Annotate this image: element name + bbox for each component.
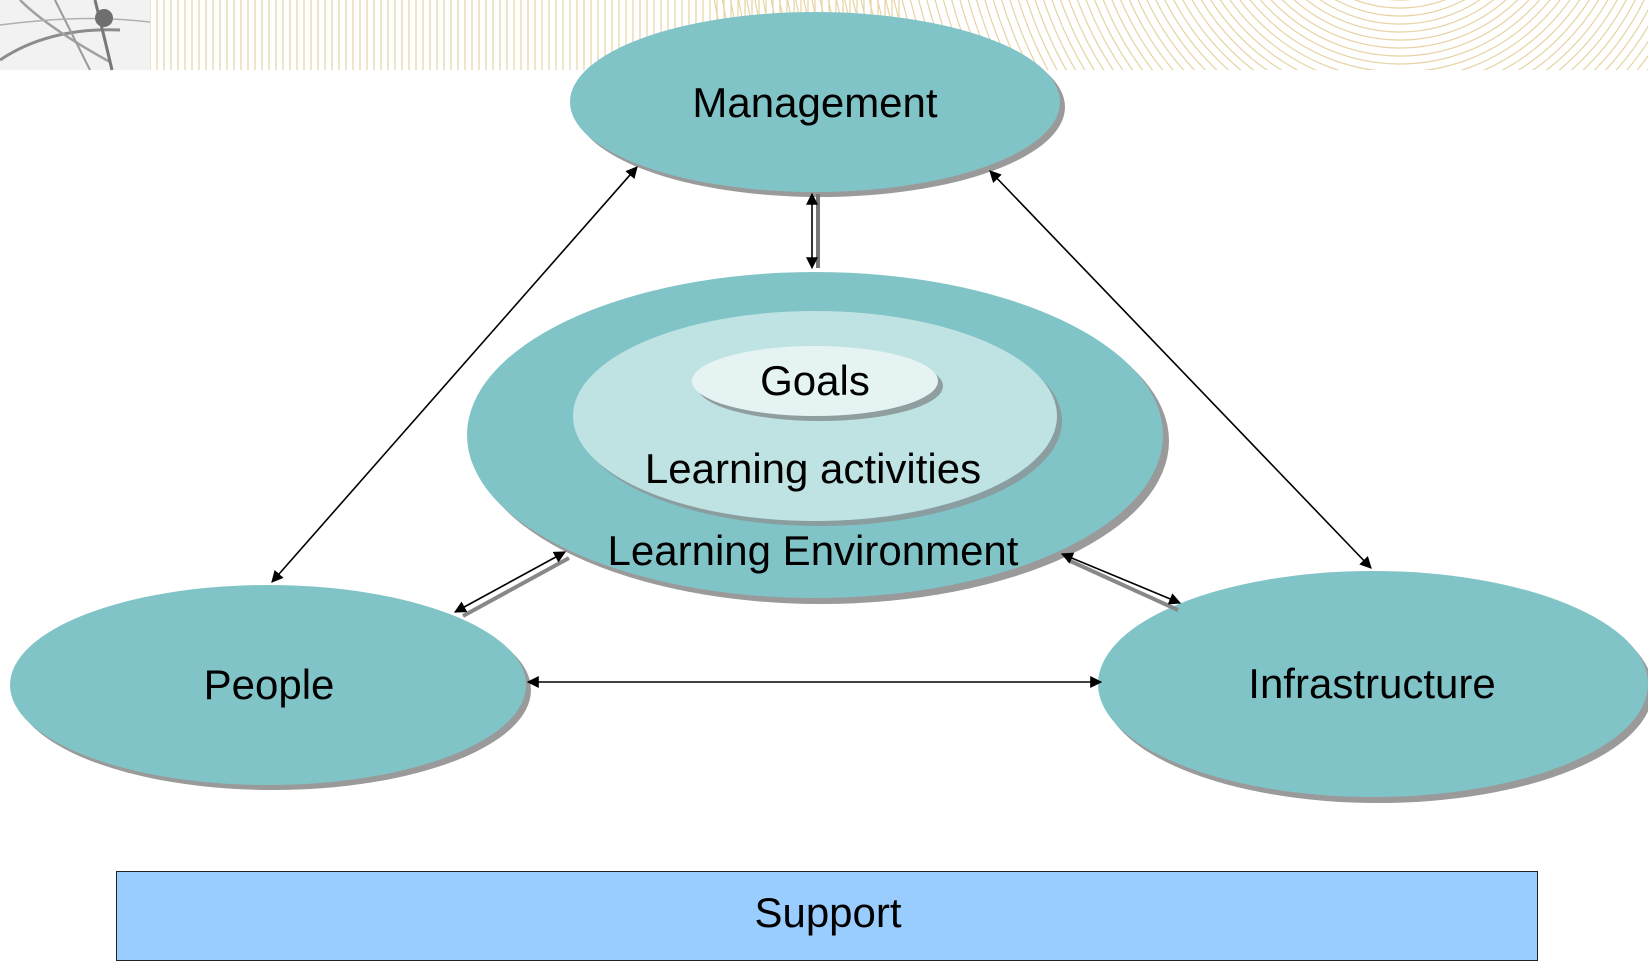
learning-activities-label: Learning activities [644, 445, 982, 492]
arrow-management-learning-environment [806, 192, 820, 270]
management-label: Management [692, 79, 938, 126]
support-bar [116, 871, 1538, 961]
infrastructure-label: Infrastructure [1248, 660, 1496, 707]
infrastructure-node [1098, 571, 1648, 803]
support-label: Support [754, 889, 902, 936]
arrow-management-people [271, 166, 638, 583]
arrow-management-infrastructure [989, 170, 1372, 569]
learning-environment-label: Learning Environment [607, 527, 1019, 574]
connection-arrows [271, 166, 1372, 688]
goals-node [692, 346, 943, 421]
management-node [570, 12, 1065, 197]
corner-globe-logo [0, 0, 151, 71]
people-label: People [203, 661, 335, 708]
header-arcs [713, 0, 1648, 70]
people-node [10, 585, 531, 790]
arrow-infrastructure-learning-environment [1060, 552, 1182, 612]
goals-label: Goals [760, 357, 870, 404]
arrow-people-learning-environment [453, 551, 570, 618]
